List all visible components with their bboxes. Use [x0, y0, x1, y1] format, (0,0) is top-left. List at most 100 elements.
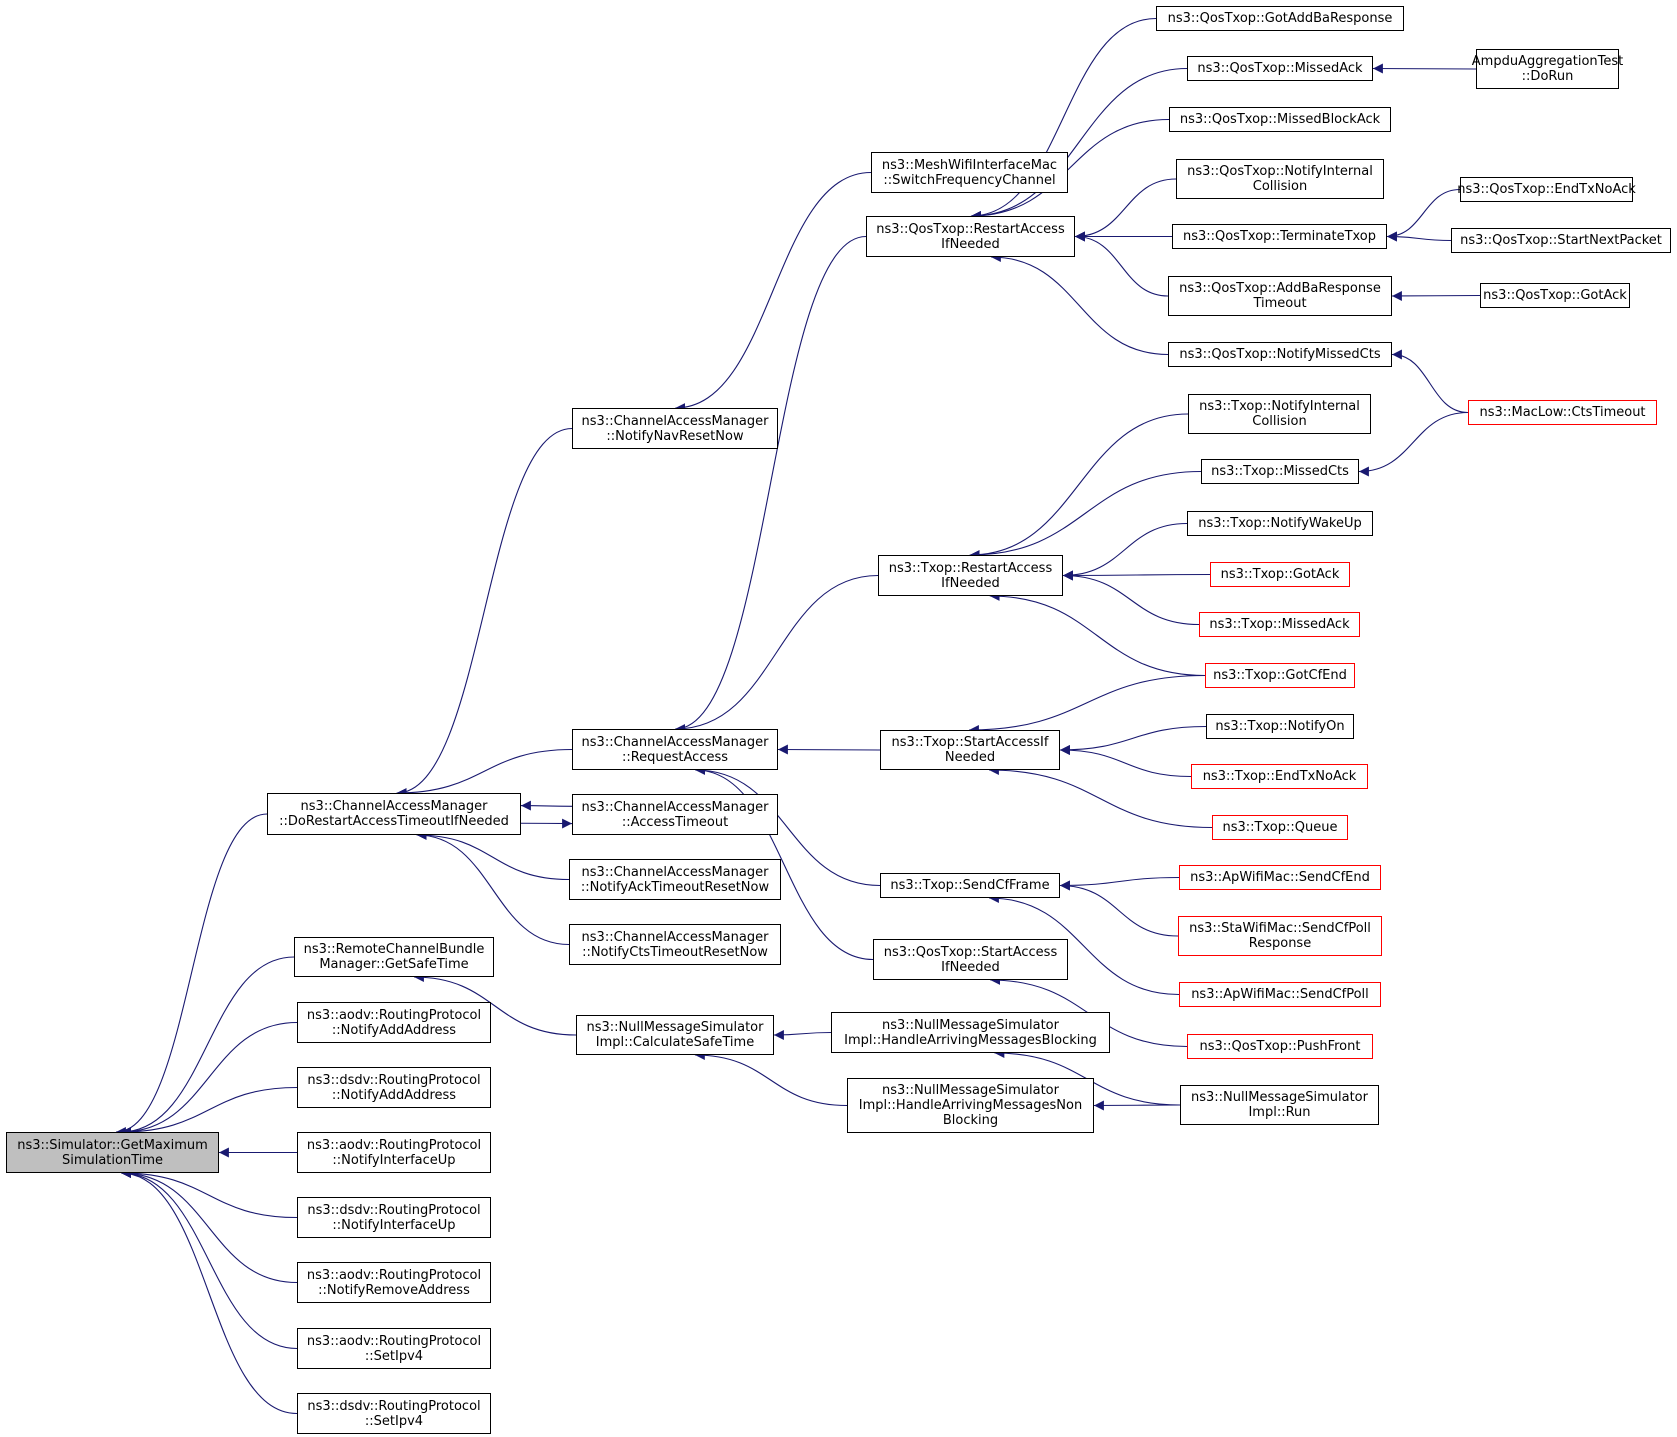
- node-qos-term[interactable]: ns3::QosTxop::TerminateTxop: [1172, 224, 1387, 249]
- node-txop-queue[interactable]: ns3::Txop::Queue: [1212, 815, 1348, 840]
- node-cam-at[interactable]: ns3::ChannelAccessManager::AccessTimeout: [572, 794, 778, 835]
- node-mesh[interactable]: ns3::MeshWifiInterfaceMac::SwitchFrequen…: [871, 152, 1068, 193]
- node-label-line: ns3::NullMessageSimulator: [882, 1083, 1059, 1098]
- node-label-line: ::AccessTimeout: [621, 814, 729, 830]
- node-txop-misscts[interactable]: ns3::Txop::MissedCts: [1201, 459, 1359, 484]
- node-aodv-ipv4[interactable]: ns3::aodv::RoutingProtocol::SetIpv4: [297, 1328, 491, 1369]
- node-label-line: ::NotifyRemoveAddress: [318, 1282, 470, 1298]
- node-label-line: ns3::MeshWifiInterfaceMac: [881, 157, 1058, 173]
- node-label-line: ns3::Txop::MissedCts: [1211, 464, 1349, 479]
- node-txop-gotack[interactable]: ns3::Txop::GotAck: [1210, 562, 1350, 587]
- node-label-line: ::DoRun: [1521, 69, 1574, 84]
- node-label-line: ns3::QosTxop::PushFront: [1199, 1039, 1361, 1054]
- node-label-line: ns3::Txop::MissedAck: [1209, 617, 1350, 632]
- node-qos-endtx[interactable]: ns3::QosTxop::EndTxNoAck: [1457, 177, 1636, 202]
- node-qos-misscts[interactable]: ns3::QosTxop::NotifyMissedCts: [1168, 342, 1392, 367]
- node-aodv-add[interactable]: ns3::aodv::RoutingProtocol::NotifyAddAdd…: [297, 1002, 491, 1043]
- node-dsdv-add[interactable]: ns3::dsdv::RoutingProtocol::NotifyAddAdd…: [297, 1067, 491, 1108]
- node-label-line: Impl::CalculateSafeTime: [595, 1035, 755, 1050]
- node-label-line: ::NotifyNavResetNow: [606, 428, 744, 444]
- node-label-line: ns3::ChannelAccessManager: [581, 734, 769, 750]
- node-qos-missedack[interactable]: ns3::QosTxop::MissedAck: [1187, 56, 1373, 81]
- node-label-line: Manager::GetSafeTime: [319, 957, 469, 972]
- edge-txop-queue-to-txop-start: [988, 765, 1213, 829]
- node-label-line: Impl::HandleArrivingMessagesNon: [858, 1098, 1083, 1113]
- node-cam-do[interactable]: ns3::ChannelAccessManager::DoRestartAcce…: [267, 793, 521, 835]
- node-qos-gotaddba[interactable]: ns3::QosTxop::GotAddBaResponse: [1156, 6, 1404, 31]
- edge-cam-at-to-cam-do: [520, 800, 573, 811]
- node-label-line: ::NotifyAddAddress: [331, 1087, 457, 1103]
- node-txop-wake[interactable]: ns3::Txop::NotifyWakeUp: [1187, 511, 1373, 536]
- node-label-line: Collision: [1252, 179, 1308, 194]
- node-label-line: IfNeeded: [941, 959, 1000, 975]
- node-label-line: ns3::Simulator::GetMaximum: [17, 1137, 208, 1153]
- node-qos-gotack[interactable]: ns3::QosTxop::GotAck: [1480, 283, 1630, 308]
- edge-aodv-ipv4-to-root: [120, 1168, 298, 1350]
- edge-cam-do-to-root: [115, 813, 268, 1137]
- node-cam-ack[interactable]: ns3::ChannelAccessManager::NotifyAckTime…: [569, 859, 781, 900]
- node-qos-missedba[interactable]: ns3::QosTxop::MissedBlockAck: [1169, 107, 1391, 132]
- edge-nms-run-to-nms-hamnb: [1093, 1100, 1181, 1111]
- node-label-line: ns3::QosTxop::NotifyMissedCts: [1179, 347, 1381, 362]
- node-label-line: ns3::NullMessageSimulator: [586, 1020, 764, 1035]
- node-qos-startnext[interactable]: ns3::QosTxop::StartNextPacket: [1451, 228, 1671, 253]
- edge-cam-nav-to-cam-do: [396, 427, 573, 798]
- edge-dsdv-add-to-root: [120, 1086, 298, 1137]
- node-ap-cfpoll[interactable]: ns3::ApWifiMac::SendCfPoll: [1179, 982, 1381, 1007]
- edge-qos-gotack-to-qos-addbato: [1391, 291, 1481, 301]
- node-txop-on[interactable]: ns3::Txop::NotifyOn: [1206, 714, 1354, 739]
- edge-dsdv-if-to-root: [120, 1168, 298, 1219]
- node-label-line: ns3::ChannelAccessManager: [581, 799, 769, 815]
- node-label-line: ns3::dsdv::RoutingProtocol: [307, 1072, 481, 1088]
- node-txop-gotcfend[interactable]: ns3::Txop::GotCfEnd: [1205, 663, 1355, 688]
- node-label-line: ns3::NullMessageSimulator: [1191, 1090, 1368, 1105]
- node-cam-nav[interactable]: ns3::ChannelAccessManager::NotifyNavRese…: [572, 408, 778, 449]
- node-label-line: ns3::ChannelAccessManager: [581, 929, 769, 945]
- edge-txop-endtx-to-txop-start: [1059, 745, 1192, 778]
- node-label-line: ns3::Txop::GotAck: [1220, 567, 1340, 582]
- node-dsdv-if[interactable]: ns3::dsdv::RoutingProtocol::NotifyInterf…: [297, 1197, 491, 1238]
- node-qos-push[interactable]: ns3::QosTxop::PushFront: [1187, 1034, 1373, 1059]
- node-label-line: ns3::QosTxop::RestartAccess: [876, 221, 1065, 237]
- edge-sta-cfpoll-to-txop-sendcf: [1059, 880, 1179, 937]
- node-label-line: ::SwitchFrequencyChannel: [883, 172, 1056, 188]
- node-maclow-cts[interactable]: ns3::MacLow::CtsTimeout: [1468, 400, 1657, 425]
- edge-txop-restart-to-cam-req: [675, 574, 879, 734]
- edge-maclow-cts-to-qos-misscts: [1391, 349, 1469, 414]
- node-txop-endtx[interactable]: ns3::Txop::EndTxNoAck: [1191, 764, 1368, 789]
- node-cam-req[interactable]: ns3::ChannelAccessManager::RequestAccess: [572, 729, 778, 770]
- node-label-line: ns3::aodv::RoutingProtocol: [306, 1007, 482, 1023]
- node-label-line: ns3::StaWifiMac::SendCfPoll: [1189, 921, 1371, 936]
- node-txop-sendcf[interactable]: ns3::Txop::SendCfFrame: [880, 873, 1060, 898]
- node-label-line: ns3::QosTxop::GotAddBaResponse: [1167, 11, 1393, 26]
- node-cam-cts[interactable]: ns3::ChannelAccessManager::NotifyCtsTime…: [569, 924, 781, 965]
- node-label-line: ns3::aodv::RoutingProtocol: [306, 1137, 482, 1153]
- node-label-line: ns3::dsdv::RoutingProtocol: [307, 1398, 481, 1414]
- node-aodv-rem[interactable]: ns3::aodv::RoutingProtocol::NotifyRemove…: [297, 1262, 491, 1303]
- node-aodv-if[interactable]: ns3::aodv::RoutingProtocol::NotifyInterf…: [297, 1132, 491, 1173]
- node-label-line: ns3::QosTxop::MissedAck: [1197, 61, 1363, 76]
- node-label-line: SimulationTime: [61, 1152, 164, 1168]
- node-txop-missack[interactable]: ns3::Txop::MissedAck: [1199, 612, 1360, 637]
- node-dsdv-ipv4[interactable]: ns3::dsdv::RoutingProtocol::SetIpv4: [297, 1393, 491, 1434]
- node-ap-cfend[interactable]: ns3::ApWifiMac::SendCfEnd: [1179, 865, 1381, 890]
- edge-txop-gotcfend-to-txop-restart: [989, 591, 1206, 677]
- node-label-line: ns3::aodv::RoutingProtocol: [306, 1267, 482, 1283]
- node-label-line: ::NotifyInterfaceUp: [332, 1152, 456, 1168]
- node-ampdu[interactable]: AmpduAggregationTest::DoRun: [1472, 49, 1623, 89]
